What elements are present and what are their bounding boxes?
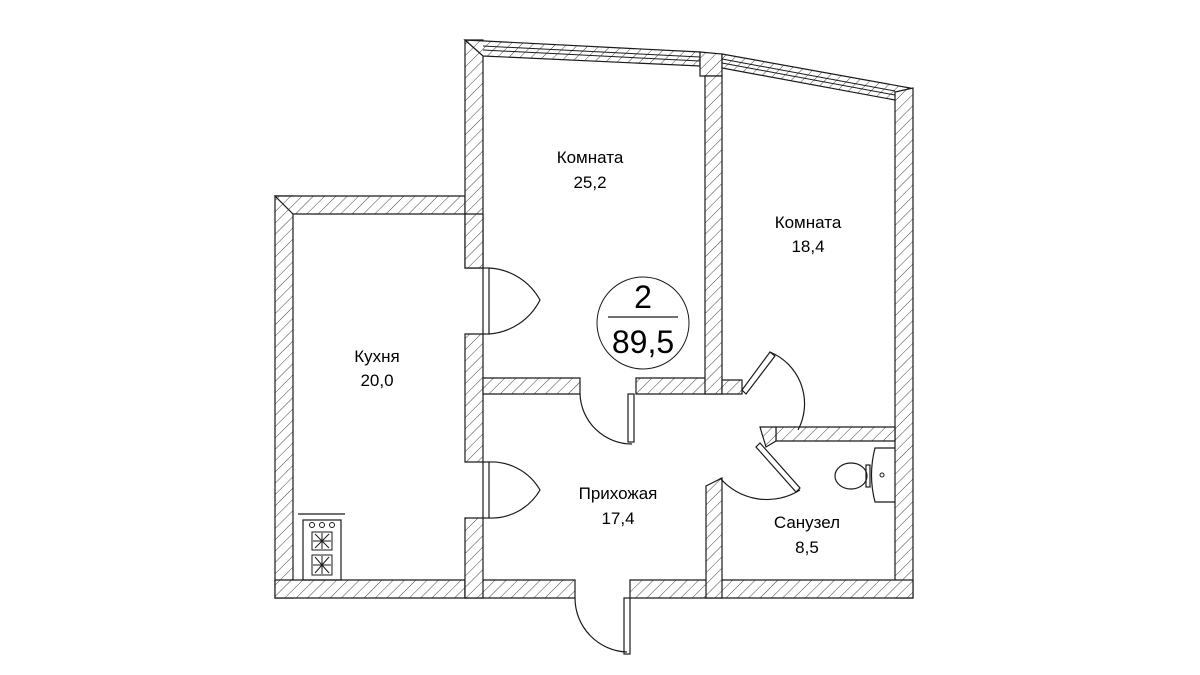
room-area-room1: 25,2 [573, 173, 606, 192]
burner [313, 556, 331, 574]
toilet-icon [834, 462, 871, 490]
room-name-bathroom: Санузел [774, 513, 840, 532]
wall-room1-top [463, 39, 701, 67]
door-leaf [741, 351, 776, 395]
toilet-tank [865, 464, 871, 488]
wall-kitchen-right-mid [464, 333, 484, 463]
sink-drain [879, 472, 885, 478]
badge-rooms-count: 2 [634, 279, 652, 315]
room-name-room2: Комната [775, 213, 842, 232]
toilet-bowl [834, 462, 868, 490]
door-leaf [482, 461, 490, 519]
wall-room1-bottom-left [482, 377, 581, 395]
door-kitchen-hall [482, 461, 541, 519]
wall-kitchen-top [273, 195, 466, 215]
badge-total-area: 89,5 [612, 324, 674, 360]
stove-knob [319, 522, 325, 528]
door-leaf [627, 393, 635, 443]
exterior-walls [273, 39, 914, 599]
wall-bath-top [775, 426, 896, 442]
wall-room2-bottom [721, 379, 743, 395]
windows [482, 45, 896, 96]
wall-bath-left-top [759, 426, 777, 448]
window-room2-line-b [721, 62, 896, 96]
door-leaf [623, 597, 631, 655]
door-swing-arc [488, 267, 541, 335]
badge-circle [596, 276, 690, 370]
door-swing-arc [579, 393, 633, 445]
sink-basin [870, 447, 895, 503]
door-leaf [482, 267, 490, 335]
door-entrance [574, 597, 631, 655]
wall-kitchen-bottom [274, 579, 466, 599]
room-area-kitchen: 20,0 [360, 371, 393, 390]
wall-bath-left [705, 477, 723, 599]
room-name-hallway: Прихожая [579, 484, 658, 503]
room-name-kitchen: Кухня [354, 347, 400, 366]
wall-kitchen-right-lower [464, 517, 484, 599]
room-area-bathroom: 8,5 [795, 538, 819, 557]
wall-room2-top [721, 53, 912, 101]
apartment-badge: 2 89,5 [596, 276, 690, 370]
fixtures [298, 447, 895, 581]
door-swing-arc [719, 477, 801, 501]
door-kitchen-room1 [482, 267, 541, 335]
room-name-room1: Комната [557, 148, 624, 167]
room-area-room2: 18,4 [791, 237, 824, 256]
door-room2-hall [741, 351, 806, 431]
door-room1-hall [579, 393, 635, 445]
door-swing-arc [574, 597, 628, 653]
burner-frame [311, 554, 333, 576]
door-swing-arc [769, 351, 806, 431]
wall-right [894, 87, 914, 599]
interior-walls [464, 75, 896, 599]
stove-knob [329, 522, 335, 528]
stove-knob [309, 522, 315, 528]
window-room1-line-a [482, 45, 701, 58]
room-labels: Комната 25,2 Комната 18,4 Кухня 20,0 При… [354, 148, 842, 557]
wall-divider-top [699, 51, 723, 77]
stove-icon [298, 513, 345, 581]
sink-icon [870, 447, 895, 503]
burner [313, 533, 331, 549]
wall-kitchen-right-upper [464, 213, 484, 269]
window-room2-line-a [721, 58, 896, 92]
door-bathroom [719, 442, 801, 501]
window-room1-line-b [482, 49, 701, 62]
door-swing-arc [488, 461, 541, 519]
room-area-hallway: 17,4 [601, 509, 634, 528]
wall-kitchen-left [274, 195, 294, 599]
door-leaf [755, 442, 801, 493]
wall-bottom-right [629, 579, 914, 599]
burner-frame [311, 531, 333, 551]
stove-body [302, 519, 342, 581]
wall-room-divider [704, 75, 723, 395]
doors [482, 267, 806, 655]
